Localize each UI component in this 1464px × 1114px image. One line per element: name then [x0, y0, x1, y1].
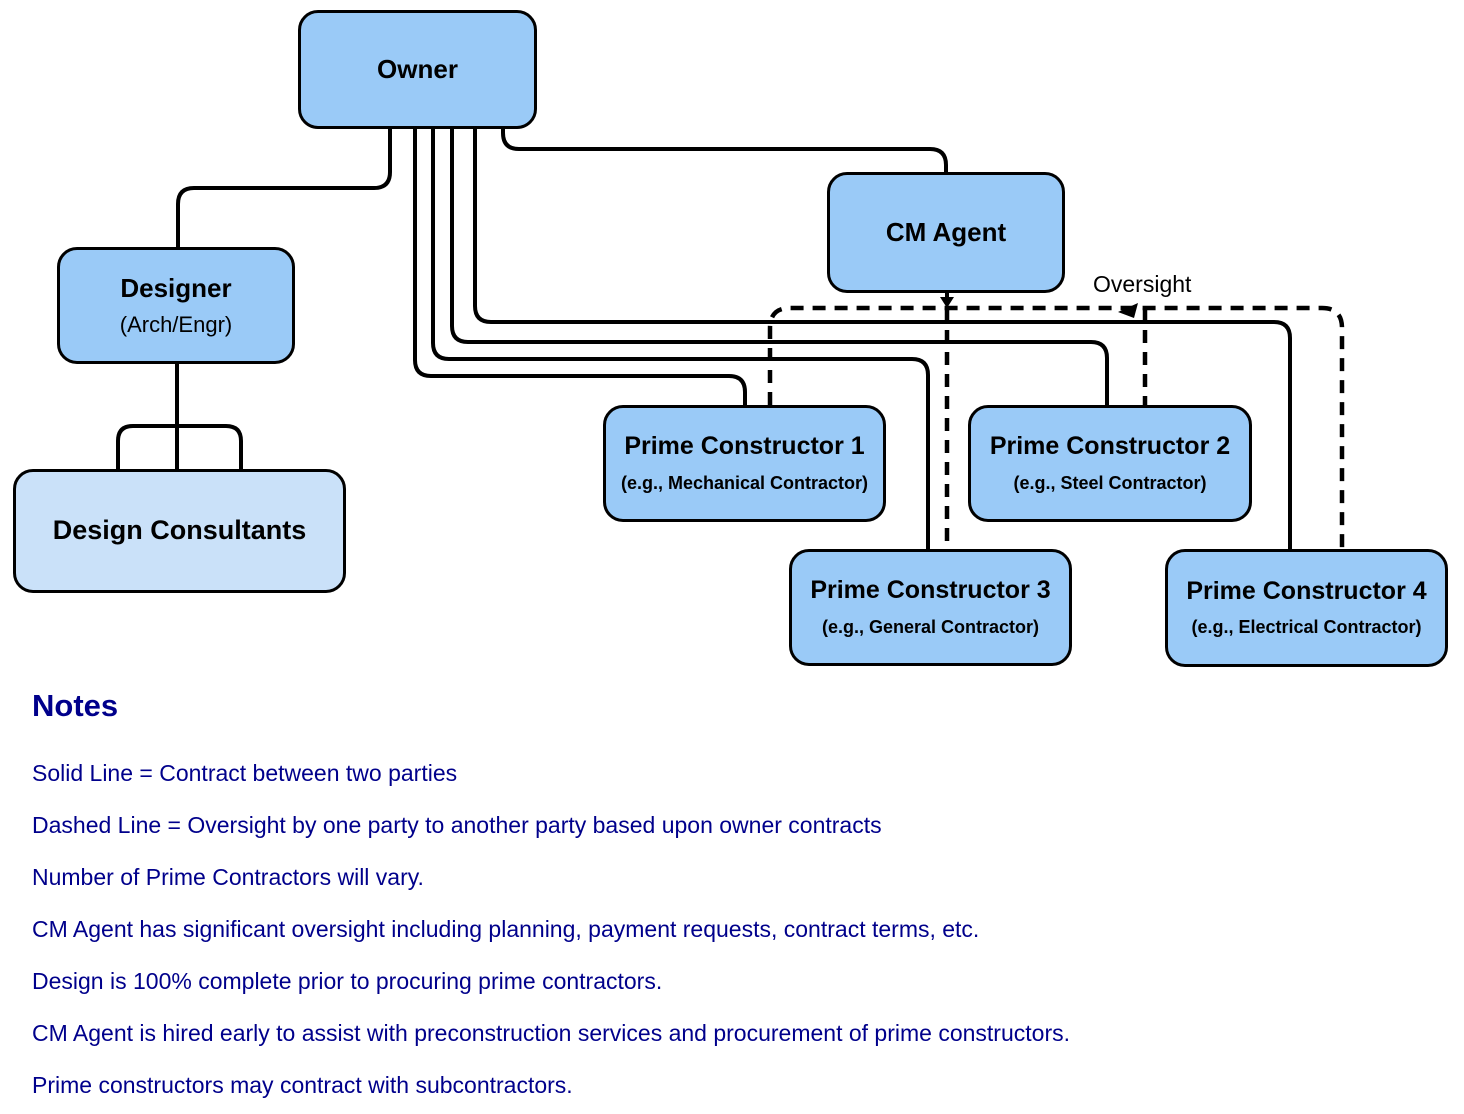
note-item: CM Agent has significant oversight inclu… [32, 916, 980, 942]
arrowhead-oversight [1118, 303, 1138, 318]
node-prime-constructor-2: Prime Constructor 2 (e.g., Steel Contrac… [968, 405, 1252, 522]
line-owner-pc4 [473, 129, 1292, 549]
oversight-label: Oversight [1093, 271, 1192, 297]
node-prime-constructor-4: Prime Constructor 4 (e.g., Electrical Co… [1165, 549, 1448, 667]
node-designer-label: Designer [120, 273, 232, 304]
node-cm-agent-label: CM Agent [885, 217, 1007, 248]
node-pc4-sublabel: (e.g., Electrical Contractor) [1191, 617, 1422, 638]
notes-section: Notes [32, 688, 118, 724]
notes-title: Notes [32, 688, 119, 723]
node-owner: Owner [298, 10, 537, 129]
note-item: Solid Line = Contract between two partie… [32, 760, 458, 786]
solid-contract-lines [116, 129, 1292, 549]
node-design-consultants-label: Design Consultants [52, 515, 307, 546]
node-pc1-sublabel: (e.g., Mechanical Contractor) [620, 472, 869, 493]
line-owner-designer [176, 129, 392, 247]
node-prime-constructor-3: Prime Constructor 3 (e.g., General Contr… [789, 549, 1072, 666]
node-pc1-label: Prime Constructor 1 [624, 432, 865, 461]
arrowheads [940, 297, 1138, 318]
line-owner-cm-agent [501, 129, 948, 172]
bracket-design-consultants [116, 424, 243, 469]
note-item: Dashed Line = Oversight by one party to … [32, 812, 882, 838]
dashed-pc1-to-pc4 [767, 305, 1345, 549]
node-pc3-label: Prime Constructor 3 [810, 576, 1051, 605]
node-cm-agent: CM Agent [827, 172, 1065, 293]
node-pc3-sublabel: (e.g., General Contractor) [821, 616, 1040, 637]
node-owner-label: Owner [377, 54, 458, 85]
node-designer-sublabel: (Arch/Engr) [119, 311, 233, 337]
line-owner-pc3 [431, 129, 930, 549]
node-pc4-label: Prime Constructor 4 [1186, 576, 1427, 605]
node-pc2-sublabel: (e.g., Steel Contractor) [1013, 472, 1207, 493]
note-item: Number of Prime Contractors will vary. [32, 864, 424, 890]
node-design-consultants: Design Consultants [13, 469, 346, 593]
node-designer: Designer (Arch/Engr) [57, 247, 295, 364]
note-item: Design is 100% complete prior to procuri… [32, 968, 663, 994]
arrowhead-cm-down [940, 297, 954, 308]
dashed-oversight-lines [767, 305, 1345, 549]
note-item: Prime constructors may contract with sub… [32, 1072, 573, 1098]
node-pc2-label: Prime Constructor 2 [989, 432, 1231, 461]
note-item: CM Agent is hired early to assist with p… [32, 1020, 1070, 1046]
node-prime-constructor-1: Prime Constructor 1 (e.g., Mechanical Co… [603, 405, 886, 522]
line-owner-pc1 [413, 129, 747, 405]
line-owner-pc2 [450, 129, 1109, 405]
